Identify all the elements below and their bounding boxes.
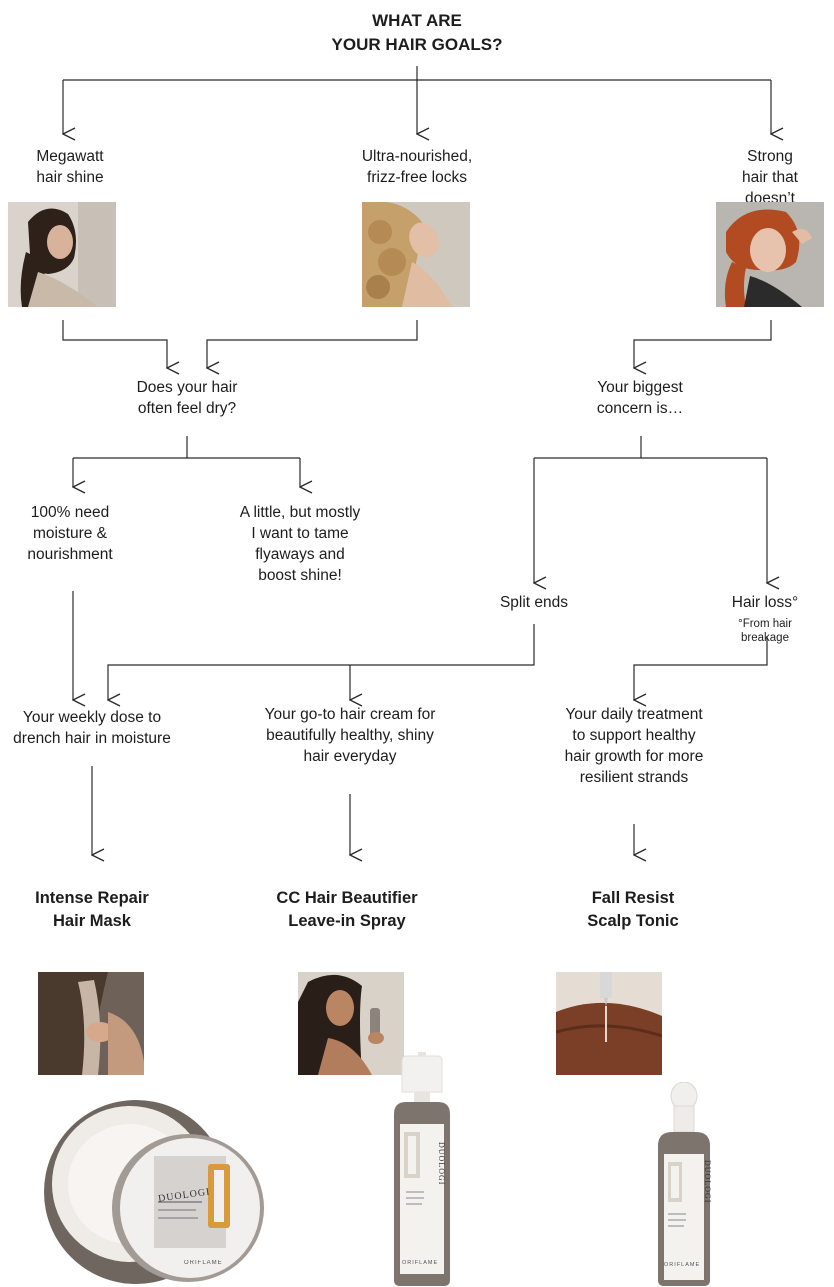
hair-mask-jar-image — [36, 1080, 282, 1285]
mask-usage-photo — [38, 972, 144, 1075]
tonic-usage-photo — [556, 972, 662, 1075]
product-name-spray: CC Hair Beautifier Leave-in Spray — [276, 889, 418, 930]
goal-shine-label: Megawatt hair shine — [36, 148, 104, 186]
page-title: WHAT ARE YOUR HAIR GOALS? — [331, 11, 503, 54]
spray-maker-label: ORIFLAME — [402, 1260, 439, 1266]
goal-shine-photo — [8, 202, 116, 307]
scalp-tonic-dropper-bottle-image — [646, 1082, 722, 1287]
description-mask: Your weekly dose to drench hair in moist… — [13, 709, 171, 747]
goal-nourished-photo — [362, 202, 470, 307]
answer-split-ends: Split ends — [499, 594, 569, 611]
question-dry: Does your hair often feel dry? — [136, 379, 238, 417]
product-name-tonic: Fall Resist Scalp Tonic — [587, 889, 679, 930]
description-tonic: Your daily treatment to support healthy … — [564, 706, 704, 786]
product-name-mask: Intense Repair Hair Mask — [35, 889, 149, 930]
tonic-maker-label: ORIFLAME — [664, 1262, 701, 1268]
spray-usage-photo — [298, 972, 404, 1075]
goal-strong-photo — [716, 202, 824, 307]
answer-tame-flyaways: A little, but mostly I want to tame flya… — [239, 504, 361, 584]
question-concern: Your biggest concern is… — [596, 379, 684, 417]
jar-maker-label: ORIFLAME — [184, 1260, 223, 1266]
goal-nourished-label: Ultra-nourished, frizz-free locks — [361, 148, 473, 186]
answer-need-moisture: 100% need moisture & nourishment — [27, 504, 113, 563]
tonic-brand-label: DUOLOGI — [703, 1160, 712, 1204]
answer-hair-loss: Hair loss° — [731, 594, 799, 611]
description-spray: Your go-to hair cream for beautifully he… — [264, 706, 436, 765]
leave-in-spray-bottle-image — [384, 1052, 460, 1287]
spray-brand-label: DUOLOGI — [437, 1142, 446, 1186]
hair-loss-footnote: °From hair breakage — [738, 618, 792, 644]
